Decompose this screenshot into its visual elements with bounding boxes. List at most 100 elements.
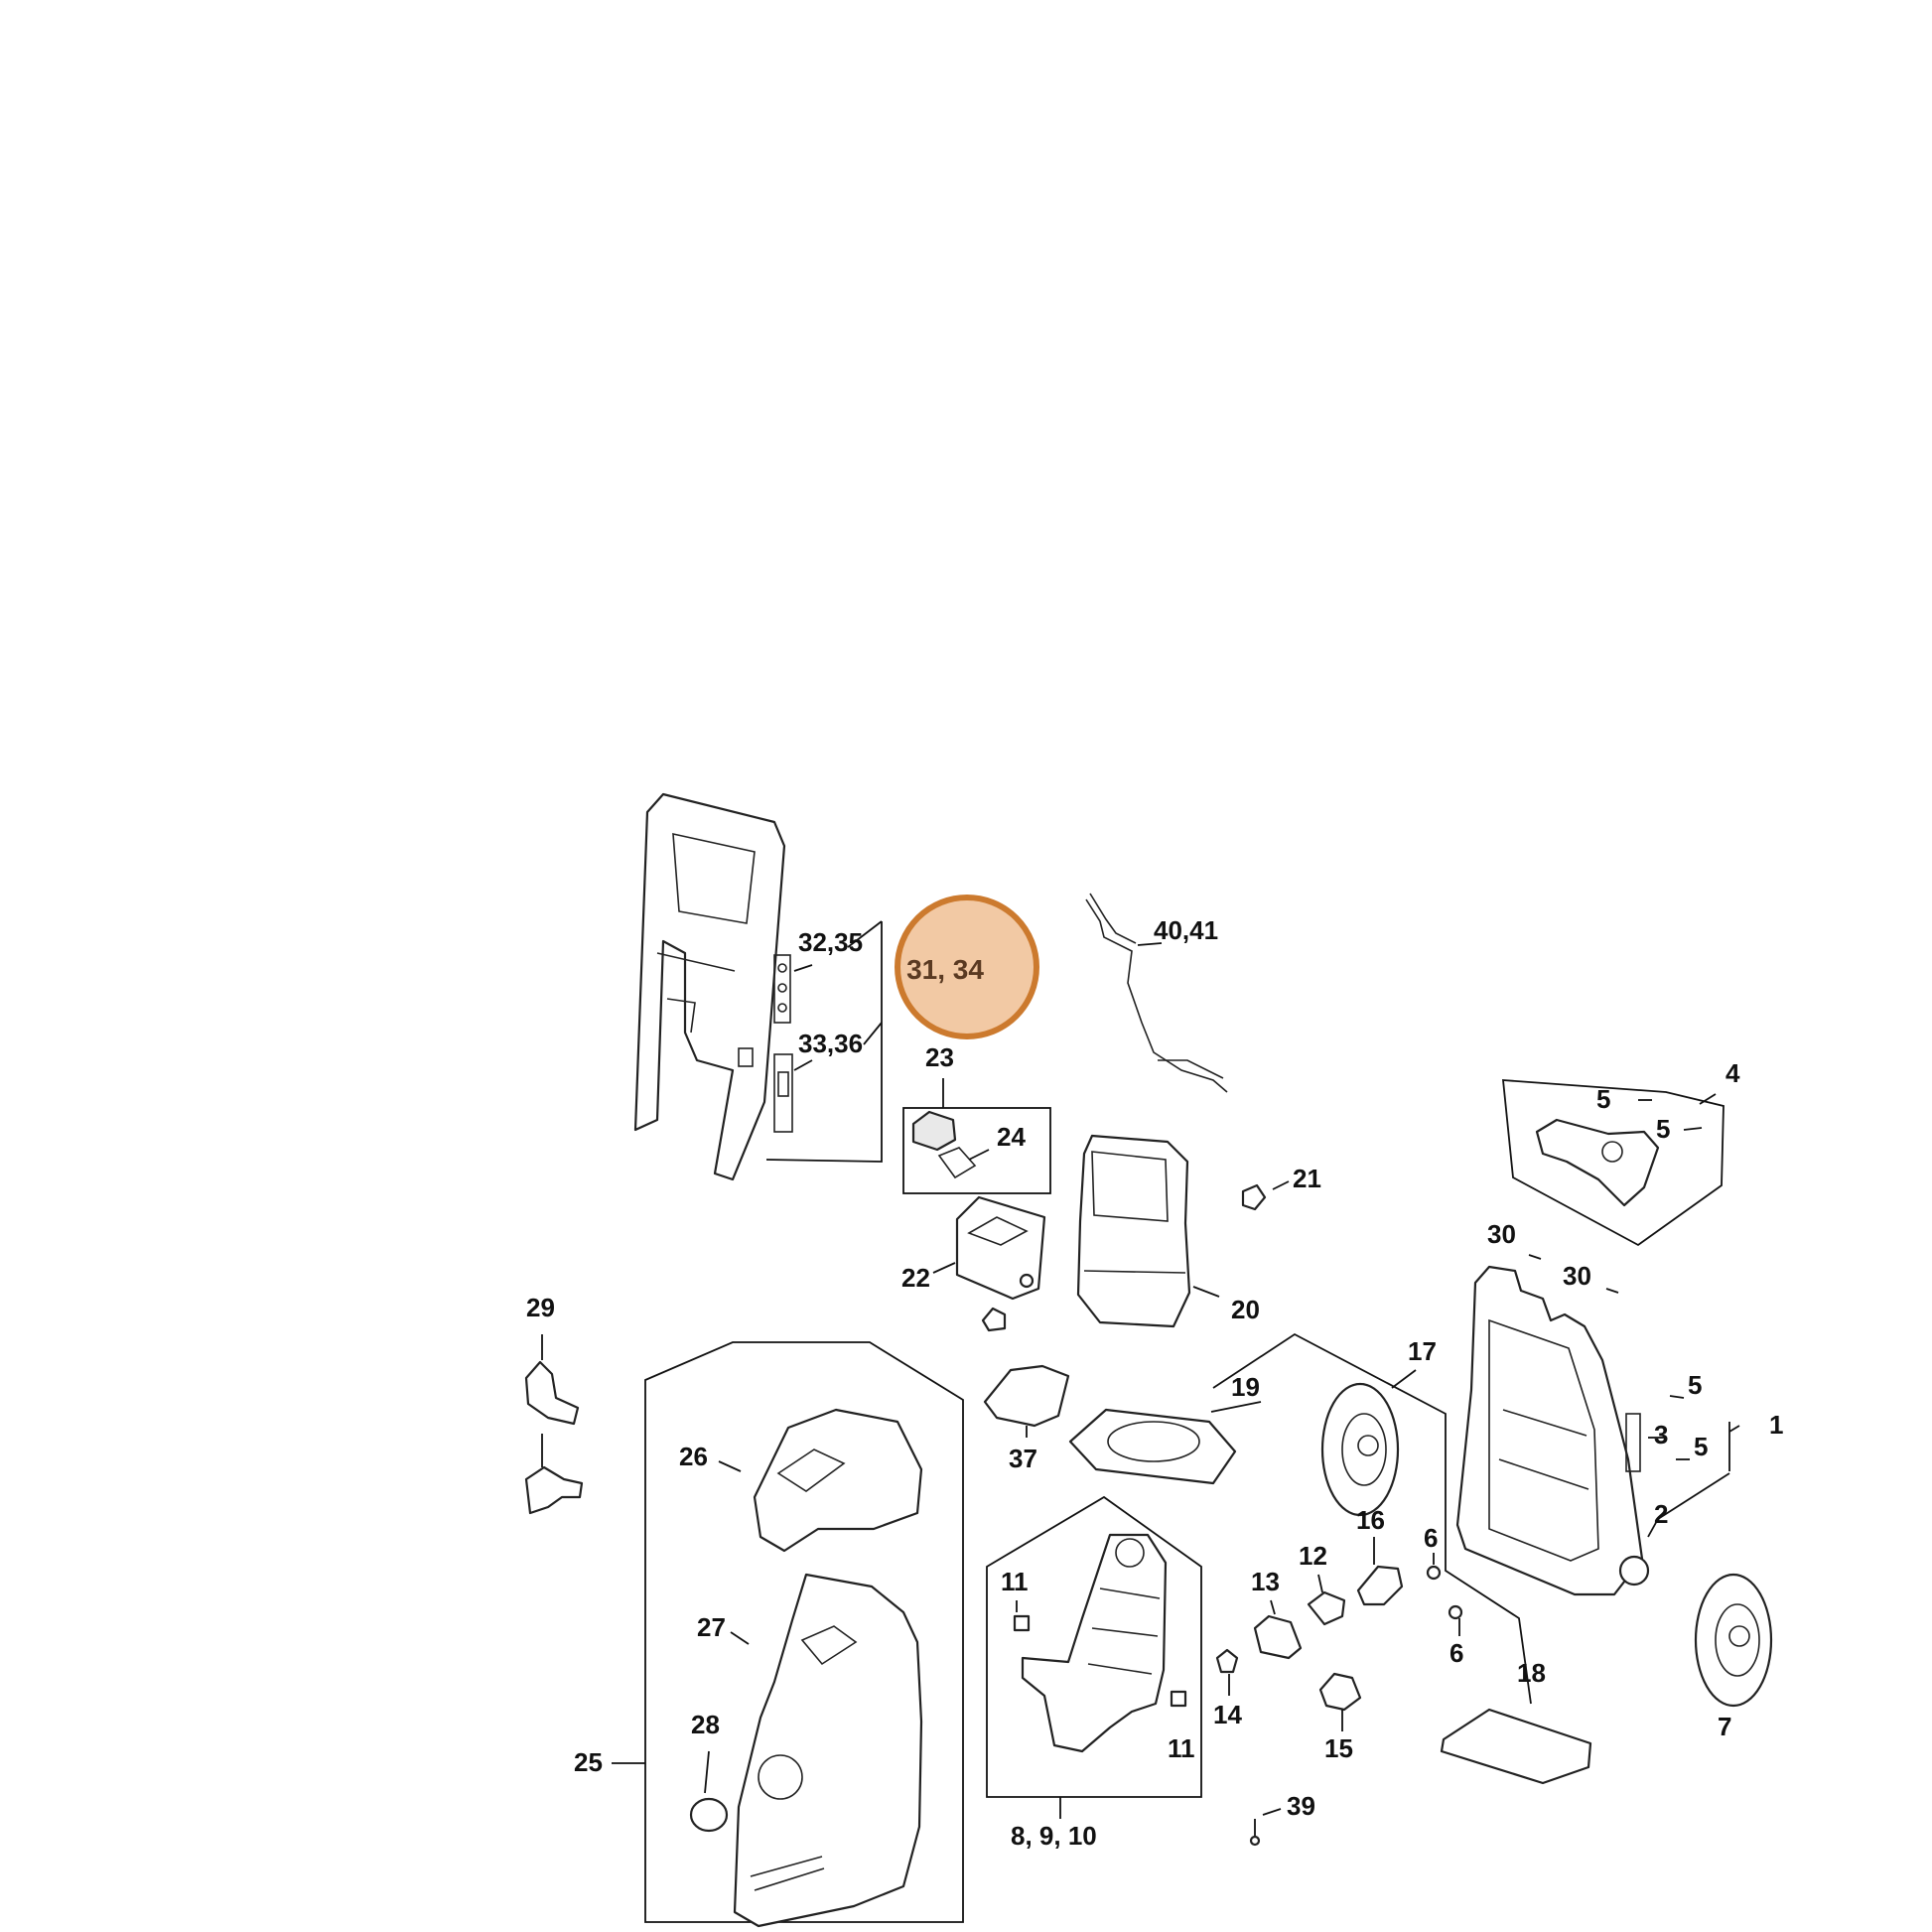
leader-39: [1262, 1808, 1282, 1816]
label-39: 39: [1287, 1791, 1315, 1821]
label-17: 17: [1408, 1336, 1437, 1366]
label-21: 21: [1293, 1164, 1321, 1193]
leader-30a: [1528, 1254, 1542, 1260]
holder-part[interactable]: [1535, 1118, 1660, 1207]
label-28: 28: [691, 1710, 720, 1739]
leader-4: [1699, 1093, 1717, 1105]
handle-part[interactable]: [633, 792, 786, 1181]
switch-housing-part[interactable]: [955, 1195, 1046, 1332]
label-4: 4: [1725, 1058, 1740, 1088]
leader-6: [1433, 1553, 1460, 1636]
lever-part[interactable]: [524, 1360, 584, 1515]
leader-20: [1192, 1286, 1220, 1298]
leader-30b: [1605, 1288, 1619, 1294]
label-7: 7: [1718, 1712, 1731, 1741]
label-15: 15: [1324, 1733, 1353, 1763]
label-19: 19: [1231, 1372, 1260, 1402]
label-27: 27: [697, 1612, 726, 1642]
screw-6-part[interactable]: [1426, 1565, 1463, 1620]
leader-32: [847, 920, 883, 948]
label-8-9-10: 8, 9, 10: [1011, 1821, 1097, 1851]
leader-28: [704, 1750, 710, 1794]
bracket-37-part[interactable]: [983, 1364, 1070, 1428]
mat-part[interactable]: [1440, 1708, 1592, 1785]
plug-part[interactable]: [1241, 1183, 1267, 1211]
leader-5c: [1669, 1395, 1685, 1399]
wheel-right-part[interactable]: [1694, 1573, 1773, 1708]
cable-part[interactable]: [1085, 893, 1228, 1093]
fitting-13-part[interactable]: [1253, 1614, 1303, 1660]
label-6b: 6: [1449, 1638, 1463, 1668]
seal-11a-part[interactable]: [1013, 1614, 1031, 1632]
highlight-label: 31, 34: [906, 954, 984, 985]
pump-part[interactable]: [1021, 1533, 1168, 1753]
label-5c: 5: [1688, 1370, 1702, 1400]
label-11a: 11: [1001, 1567, 1029, 1596]
leader-40: [1137, 942, 1163, 946]
bracket-1: [1728, 1422, 1740, 1471]
label-5a: 5: [1596, 1084, 1610, 1114]
label-29: 29: [526, 1293, 555, 1322]
switch-part[interactable]: [911, 1110, 977, 1179]
fitting-14-part[interactable]: [1215, 1648, 1239, 1674]
fitting-16-part[interactable]: [1356, 1565, 1404, 1606]
front-housing-part[interactable]: [733, 1573, 923, 1928]
group-8-box: [986, 1495, 1202, 1798]
label-5b: 5: [1656, 1114, 1670, 1144]
label-23: 23: [925, 1042, 954, 1072]
label-13: 13: [1251, 1567, 1280, 1596]
label-2: 2: [1654, 1499, 1668, 1529]
label-14: 14: [1213, 1700, 1242, 1729]
motor-cover-part[interactable]: [1076, 1134, 1191, 1328]
label-37: 37: [1009, 1444, 1037, 1473]
wheel-left-part[interactable]: [1320, 1382, 1400, 1517]
outline-axle: [1212, 1332, 1532, 1705]
seal-11b-part[interactable]: [1170, 1690, 1187, 1708]
label-24: 24: [997, 1122, 1026, 1152]
label-16: 16: [1356, 1505, 1385, 1535]
bracket-31-34: [765, 921, 883, 1163]
leader-27: [730, 1631, 750, 1645]
label-6a: 6: [1424, 1523, 1438, 1553]
leader-33-tip: [793, 1059, 813, 1071]
label-26: 26: [679, 1442, 708, 1471]
label-33-36: 33,36: [798, 1029, 863, 1058]
pin-39-part[interactable]: [1249, 1819, 1261, 1847]
label-18: 18: [1517, 1658, 1546, 1688]
label-20: 20: [1231, 1295, 1260, 1324]
leader-2: [1647, 1472, 1730, 1538]
base-pad-part[interactable]: [1068, 1408, 1237, 1485]
label-12: 12: [1299, 1541, 1327, 1571]
fitting-12-part[interactable]: [1307, 1590, 1346, 1626]
leader-19: [1210, 1401, 1262, 1413]
label-5d: 5: [1694, 1432, 1708, 1461]
label-32-35: 32,35: [798, 927, 863, 957]
label-25: 25: [574, 1747, 603, 1777]
leader-22: [932, 1262, 956, 1274]
highlight-marker[interactable]: 31, 34: [895, 895, 1039, 1039]
fitting-15-part[interactable]: [1318, 1672, 1362, 1712]
leader-5b: [1683, 1127, 1703, 1131]
leader-26: [718, 1460, 742, 1472]
label-1: 1: [1769, 1410, 1783, 1440]
label-11b: 11: [1168, 1733, 1195, 1763]
leader-33: [863, 1022, 883, 1045]
leader-24: [968, 1149, 990, 1161]
leader-21: [1272, 1180, 1290, 1190]
group-25-box: [644, 1341, 964, 1923]
leader-17: [1391, 1369, 1417, 1389]
group-23-box: [902, 1107, 1051, 1194]
label-30a: 30: [1487, 1219, 1516, 1249]
leader-32-tip: [793, 964, 813, 972]
group-4-box: [1501, 1079, 1725, 1247]
label-40-41: 40,41: [1154, 915, 1218, 945]
label-30b: 30: [1563, 1261, 1591, 1291]
label-stickers: [773, 954, 793, 1133]
leader-13: [1270, 1599, 1276, 1615]
label-22: 22: [901, 1263, 930, 1293]
cap-part[interactable]: [689, 1797, 729, 1833]
top-cover-part[interactable]: [753, 1408, 923, 1553]
frame-part[interactable]: [1455, 1265, 1650, 1596]
leader-12: [1317, 1574, 1323, 1593]
